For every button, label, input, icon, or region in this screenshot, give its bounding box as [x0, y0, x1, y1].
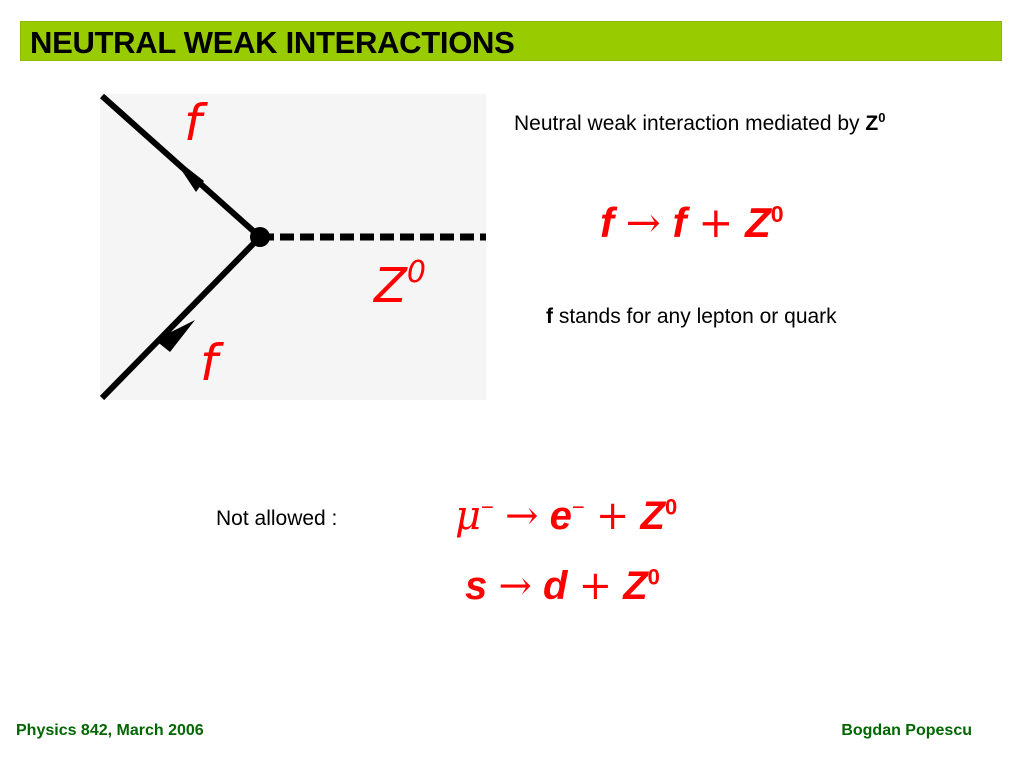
eq-main-plus: + [698, 198, 734, 247]
fermion-note: f stands for any lepton or quark [546, 305, 837, 329]
label-boson-sup: 0 [407, 255, 426, 290]
forbidden-equation-muon: μ− → e− + Z0 [455, 493, 677, 539]
outgoing-arrow-icon [172, 156, 204, 192]
eq2-plus: + [595, 493, 630, 539]
eq3-p2: Z [623, 564, 648, 608]
label-boson-letter: Z [372, 258, 408, 314]
eq3-p1: d [543, 564, 568, 608]
incoming-arrow-icon [155, 320, 195, 352]
description-body: Neutral weak interaction mediated by [514, 112, 866, 135]
eq3-p2-sup: 0 [647, 564, 660, 590]
eq2-arrow: → [504, 493, 539, 539]
eq2-lhs: μ [455, 493, 481, 539]
eq-main-p2: Z [745, 199, 771, 246]
eq2-lhs-sup: − [481, 494, 494, 520]
main-equation: f → f + Z0 [600, 198, 784, 247]
description-boson-sup: 0 [878, 110, 886, 125]
note-text: stands for any lepton or quark [553, 305, 837, 328]
slide-title: NEUTRAL WEAK INTERACTIONS [30, 25, 515, 60]
eq2-p1: e [549, 494, 572, 538]
incoming-fermion-line [100, 234, 263, 400]
label-boson: Z0 [372, 255, 426, 314]
eq3-arrow: → [498, 563, 532, 609]
eq-main-arrow: → [625, 198, 661, 247]
eq2-p2-sup: 0 [664, 494, 678, 520]
vertex-dot [250, 227, 270, 247]
title-bar: NEUTRAL WEAK INTERACTIONS [20, 21, 1002, 61]
description-text: Neutral weak interaction mediated by Z0 [514, 110, 885, 136]
feynman-diagram: f f Z0 [100, 94, 486, 400]
eq-main-p2-sup: 0 [770, 201, 784, 227]
footer-author: Bogdan Popescu [841, 722, 972, 739]
diagram-background [100, 94, 486, 400]
not-allowed-label: Not allowed : [216, 507, 338, 530]
eq-main-lhs: f [600, 199, 614, 246]
eq3-lhs: s [465, 564, 488, 608]
note-f: f [546, 305, 553, 328]
forbidden-equation-quark: s → d + Z0 [465, 563, 660, 609]
description-boson: Z [865, 112, 879, 135]
eq3-plus: + [578, 563, 613, 609]
eq-main-p1: f [672, 199, 687, 246]
footer-course: Physics 842, March 2006 [16, 722, 204, 739]
eq2-p1-sup: − [571, 494, 585, 520]
eq2-p2: Z [640, 494, 665, 538]
